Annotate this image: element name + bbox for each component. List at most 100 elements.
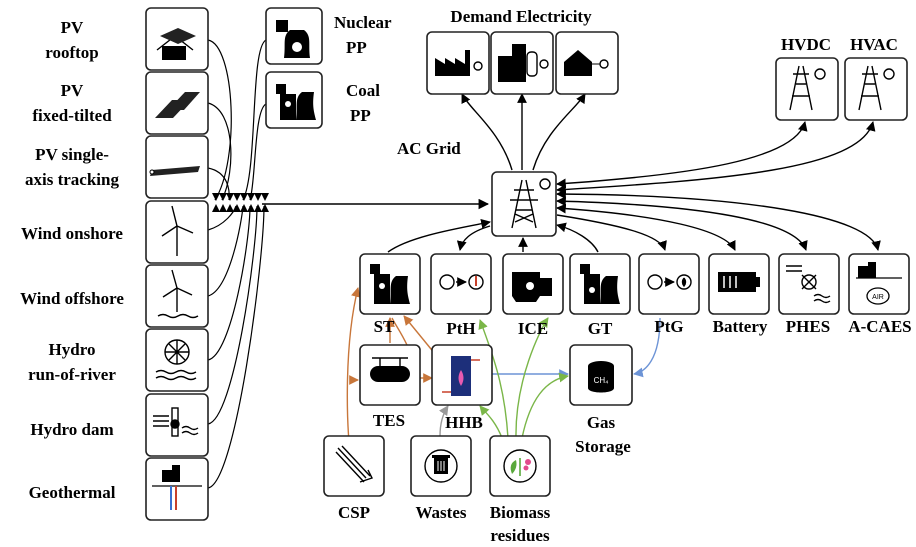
tech-battery: Battery	[708, 253, 770, 336]
storage-label-line: Storage	[575, 437, 631, 456]
tracking-panel-icon	[149, 166, 200, 176]
concentrated-solar-icon	[335, 445, 373, 483]
renewable-sources: PV rooftop PV fixed-tilted PV single- ax…	[20, 7, 209, 521]
source-label-line: axis tracking	[25, 170, 119, 189]
tech-phes: PHES	[778, 253, 840, 336]
source-hydro-run-of-river: Hydro run-of-river	[28, 328, 209, 392]
gas-tank-text: CH₄	[594, 376, 609, 385]
hvac: HVAC	[844, 35, 908, 121]
biomass-flow-lines	[478, 317, 569, 439]
source-pv-fixed-tilted: PV fixed-tilted	[32, 71, 209, 135]
steam-turbine-icon	[370, 264, 410, 304]
source-label-line: PV single-	[35, 145, 109, 164]
source-geothermal: Geothermal	[29, 457, 209, 521]
pumped-hydro-icon	[786, 265, 831, 304]
gas-turbine-icon	[580, 264, 620, 304]
source-wind-onshore: Wind onshore	[21, 200, 209, 264]
tech-ptg: PtG	[638, 253, 700, 336]
source-label-line: PV	[61, 18, 84, 37]
tech-label: Battery	[713, 317, 768, 336]
ac-pylon-icon	[858, 65, 895, 111]
source-box	[145, 135, 209, 199]
fuel-label-line: residues	[490, 526, 550, 545]
storage-label-line: Gas	[587, 413, 616, 432]
tech-label: PtH	[446, 319, 475, 338]
transmission-links: HVDC HVAC	[775, 35, 908, 121]
waste-bin-icon	[424, 449, 458, 483]
hydro-dam-icon	[153, 407, 199, 437]
fuel-wastes: Wastes	[410, 435, 472, 522]
hybrid-heat-boiler-icon	[442, 356, 480, 396]
waste-flow-line	[439, 405, 449, 437]
demand-title: Demand Electricity	[450, 7, 592, 26]
source-hydro-dam: Hydro dam	[30, 393, 209, 457]
biomass-icon	[503, 449, 537, 483]
source-pv-tracking: PV single- axis tracking	[25, 135, 209, 199]
storage-gas: CH₄ Gas Storage	[569, 344, 633, 456]
source-label-line: Hydro dam	[30, 420, 113, 439]
source-label-line: run-of-river	[28, 365, 116, 384]
storage-hhb: HHB	[431, 344, 493, 432]
source-pv-rooftop: PV rooftop	[45, 7, 209, 71]
dc-pylon-icon	[789, 65, 826, 111]
fuel-label-line: Wastes	[416, 503, 467, 522]
source-feed-lines	[207, 39, 267, 489]
storage-label-line: TES	[373, 411, 405, 430]
power-to-gas-icon	[647, 274, 692, 290]
plant-label-line: Coal	[346, 81, 380, 100]
engine-icon	[512, 272, 552, 302]
storage-units: TES HHB CH₄ Gas Storage	[359, 344, 633, 456]
house-solar-icon	[156, 28, 196, 60]
coal-plant-icon	[276, 84, 316, 120]
nuclear-plant-icon	[276, 20, 310, 58]
ac-grid-pylon-icon	[510, 178, 551, 229]
plant-label-line: PP	[346, 38, 367, 57]
source-label-line: fixed-tilted	[32, 106, 112, 125]
tech-a-caes: AIR A-CAES	[848, 253, 912, 336]
tech-gt: GT	[569, 253, 631, 338]
industry-demand	[426, 31, 490, 95]
ac-grid-label: AC Grid	[397, 139, 461, 158]
conventional-power-plants: Nuclear PP Coal PP	[265, 7, 392, 129]
tech-label: GT	[588, 319, 613, 338]
thermal-storage-icon	[370, 357, 410, 382]
ac-grid: AC Grid	[397, 139, 557, 237]
offshore-turbine-icon	[157, 269, 199, 319]
tech-st: ST	[359, 253, 421, 336]
hvdc: HVDC	[775, 35, 839, 121]
fuel-label-line: CSP	[338, 503, 370, 522]
transmission-label: HVAC	[850, 35, 898, 54]
source-label-line: Hydro	[49, 340, 96, 359]
source-label-line: Geothermal	[29, 483, 116, 502]
compressed-air-icon: AIR	[856, 262, 902, 305]
tech-box	[778, 253, 840, 315]
tech-ice: ICE	[502, 253, 564, 338]
geothermal-icon	[152, 465, 202, 510]
tech-pth: PtH	[430, 253, 492, 338]
fuel-csp: CSP	[323, 435, 385, 522]
wind-turbine-icon	[161, 205, 194, 256]
demand-electricity-group: Demand Electricity	[426, 7, 619, 95]
fuel-label-line: Biomass	[490, 503, 551, 522]
source-label-line: rooftop	[45, 43, 99, 62]
industry-demand-icon	[435, 50, 483, 76]
tech-label: ICE	[518, 319, 548, 338]
commercial-demand-icon	[498, 44, 549, 82]
storage-label-line: HHB	[445, 413, 483, 432]
power-to-heat-icon	[439, 274, 484, 290]
source-wind-offshore: Wind offshore	[20, 264, 209, 328]
nuclear-pp: Nuclear PP	[265, 7, 392, 65]
commercial-demand	[490, 31, 554, 95]
tech-label: ST	[374, 317, 395, 336]
tech-box	[848, 253, 910, 315]
air-tank-text: AIR	[872, 294, 884, 301]
residential-demand-icon	[564, 50, 609, 76]
flow-connectors	[207, 39, 881, 489]
residential-demand	[555, 31, 619, 95]
tech-label: A-CAES	[848, 317, 911, 336]
source-label-line: Wind onshore	[21, 224, 123, 243]
source-label-line: PV	[61, 81, 84, 100]
plant-label-line: Nuclear	[334, 13, 392, 32]
conversion-technologies: ST PtH ICE	[359, 253, 912, 338]
